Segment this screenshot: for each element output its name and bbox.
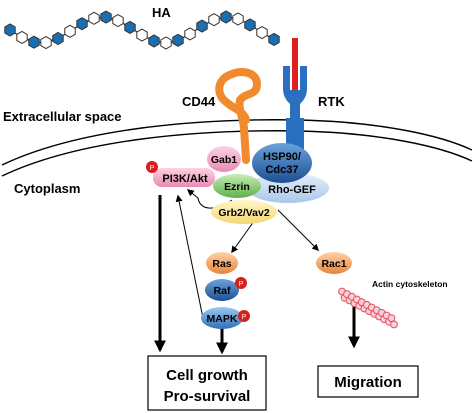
grb2-vav2-label: Grb2/Vav2 bbox=[218, 207, 270, 219]
rac1-node bbox=[316, 252, 352, 274]
rho-gef-label: Rho-GEF bbox=[268, 184, 316, 196]
cd44-receptor bbox=[215, 68, 261, 164]
ezrin-label: Ezrin bbox=[224, 181, 250, 193]
raf-label: Raf bbox=[214, 285, 231, 297]
membrane-outer bbox=[1, 119, 473, 166]
ha-hexagon bbox=[88, 11, 100, 25]
ha-hexagon bbox=[172, 33, 184, 47]
actin-bead bbox=[387, 314, 396, 323]
ezrin-node bbox=[213, 174, 261, 198]
ha-hexagon bbox=[244, 18, 256, 32]
ha-hexagon bbox=[100, 10, 112, 24]
mapk-label: MAPK bbox=[207, 313, 238, 325]
mapk-phospho-label: P bbox=[242, 314, 247, 321]
pi3k-phospho-badge bbox=[146, 161, 158, 173]
ha-hexagon bbox=[4, 23, 16, 37]
growth-box bbox=[147, 355, 267, 411]
ha-hexagon bbox=[268, 32, 280, 46]
ha-hexagon bbox=[124, 20, 136, 34]
ha-label: HA bbox=[152, 5, 171, 20]
ha-hexagon bbox=[76, 17, 88, 31]
ha-hexagon bbox=[184, 27, 196, 41]
ha-hexagon bbox=[148, 34, 160, 48]
migration-label: Migration bbox=[334, 374, 402, 391]
actin-bead bbox=[390, 320, 398, 329]
ha-chain bbox=[4, 10, 280, 50]
ha-hexagon bbox=[196, 19, 208, 33]
mapk-node bbox=[201, 307, 243, 329]
ha-hexagon bbox=[208, 13, 220, 27]
pi3k-akt-node bbox=[153, 168, 215, 187]
actin-filament bbox=[338, 287, 398, 329]
gab1-node bbox=[207, 146, 241, 172]
raf-phospho-label: P bbox=[239, 281, 244, 288]
hsp90-node bbox=[252, 143, 312, 183]
ha-hexagon bbox=[28, 35, 40, 49]
ha-hexagon bbox=[256, 26, 268, 40]
grb2-vav2-node bbox=[211, 200, 277, 224]
ha-hexagon bbox=[16, 30, 28, 44]
cd44-label: CD44 bbox=[182, 94, 216, 109]
ha-hexagon bbox=[136, 28, 148, 42]
cytoplasm-label: Cytoplasm bbox=[14, 181, 80, 196]
hsp90-label-line1: HSP90/ bbox=[263, 151, 301, 163]
ha-hexagon bbox=[40, 36, 52, 50]
migration-box bbox=[317, 365, 419, 398]
pi3k-phospho-label: P bbox=[150, 165, 155, 172]
hsp90-label-line2: Cdc37 bbox=[265, 164, 298, 176]
rac1-label: Rac1 bbox=[321, 258, 346, 270]
rtk-label: RTK bbox=[318, 94, 345, 109]
ha-hexagon bbox=[64, 24, 76, 38]
rtk-receptor bbox=[283, 38, 307, 160]
growth-label-line2: Pro-survival bbox=[164, 388, 251, 405]
bold-arrows bbox=[154, 195, 360, 355]
ha-hexagon bbox=[232, 12, 244, 26]
raf-node bbox=[205, 279, 239, 301]
membrane-inner bbox=[1, 130, 473, 177]
actin-label: Actin cytoskeleton bbox=[372, 279, 448, 289]
extracellular-label: Extracellular space bbox=[3, 109, 122, 124]
pi3k-akt-label: PI3K/Akt bbox=[162, 173, 208, 185]
ha-hexagon bbox=[52, 31, 64, 46]
ha-hexagon bbox=[160, 36, 172, 50]
gab1-label: Gab1 bbox=[211, 154, 237, 166]
raf-phospho-badge bbox=[235, 277, 247, 289]
mapk-phospho-badge bbox=[238, 310, 250, 322]
ha-hexagon bbox=[112, 14, 124, 28]
ras-node bbox=[206, 252, 238, 274]
growth-label-line1: Cell growth bbox=[166, 367, 248, 384]
ras-label: Ras bbox=[212, 258, 231, 270]
ha-hexagon bbox=[220, 10, 232, 24]
